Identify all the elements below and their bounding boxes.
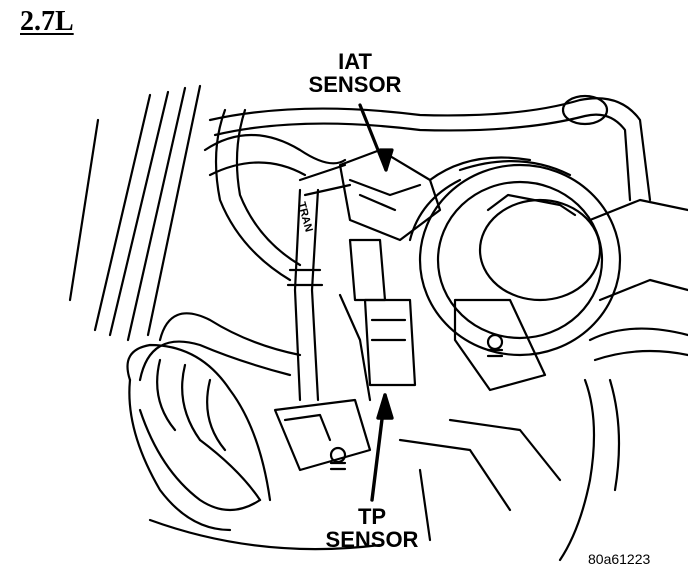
iat-connector bbox=[298, 148, 442, 242]
tp-callout-line2: SENSOR bbox=[325, 527, 419, 553]
tp-sensor-callout: TP SENSOR bbox=[312, 505, 432, 551]
left-hoses bbox=[138, 108, 347, 382]
throttle-body bbox=[408, 156, 688, 357]
figure-id: 80a61223 bbox=[588, 551, 651, 567]
lower-left-hose bbox=[126, 343, 272, 532]
iat-sensor-callout: IAT SENSOR bbox=[300, 50, 410, 96]
iat-callout-line2: SENSOR bbox=[308, 72, 402, 98]
hose-label-tag: TRAN bbox=[295, 201, 315, 234]
engine-size-label: 2.7L bbox=[20, 6, 74, 37]
brackets-and-bolts bbox=[273, 298, 547, 472]
bottom-lines bbox=[148, 438, 432, 551]
tp-connector bbox=[338, 238, 417, 402]
tp-leader-arrow bbox=[370, 393, 394, 502]
iat-callout-line1: IAT bbox=[338, 49, 372, 74]
hose-label-text: TRAN bbox=[295, 201, 315, 234]
upper-hose bbox=[208, 94, 652, 202]
right-parts bbox=[398, 327, 688, 562]
tp-callout-line1: TP bbox=[357, 504, 387, 529]
wiring-harness bbox=[286, 188, 324, 402]
hood-edge-lines bbox=[68, 84, 202, 342]
iat-leader-arrow bbox=[358, 103, 394, 172]
